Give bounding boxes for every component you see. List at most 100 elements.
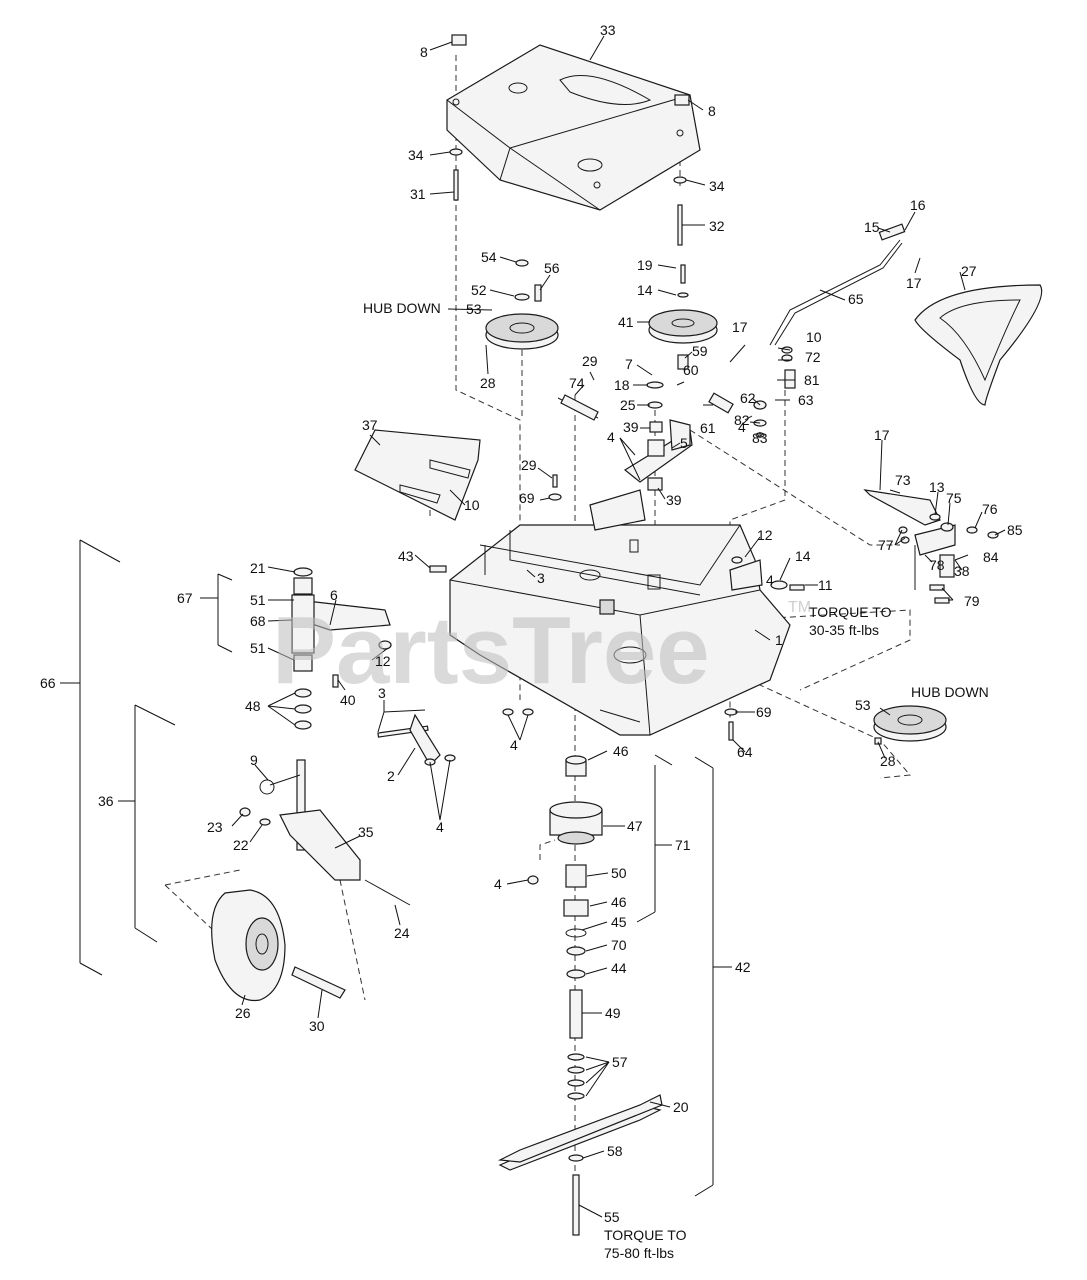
callout-4: 4 bbox=[738, 419, 746, 435]
callout-19: 19 bbox=[637, 257, 653, 273]
callout-54: 54 bbox=[481, 249, 497, 265]
callout-47: 47 bbox=[627, 818, 643, 834]
callout-14: 14 bbox=[637, 282, 653, 298]
callout-17: 17 bbox=[874, 427, 890, 443]
callout-17: 17 bbox=[732, 319, 748, 335]
callout-81: 81 bbox=[804, 372, 820, 388]
callout-64: 64 bbox=[737, 744, 753, 760]
callout-26: 26 bbox=[235, 1005, 251, 1021]
callout-73: 73 bbox=[895, 472, 911, 488]
callout-59: 59 bbox=[692, 343, 708, 359]
callout-2: 2 bbox=[387, 768, 395, 784]
spacer-parts bbox=[677, 354, 796, 414]
chute-37 bbox=[354, 429, 481, 521]
callout-83: 83 bbox=[752, 430, 768, 446]
callout-43: 43 bbox=[398, 548, 414, 564]
callout-30: 30 bbox=[309, 1018, 325, 1034]
callout-6: 6 bbox=[330, 587, 338, 603]
idler-arm-5 bbox=[623, 419, 693, 483]
rod-65 bbox=[769, 239, 903, 346]
top-cover-33 bbox=[446, 44, 701, 211]
callout-46: 46 bbox=[613, 743, 629, 759]
callout-63: 63 bbox=[798, 392, 814, 408]
callout-53: 53 bbox=[855, 697, 871, 713]
callout-25: 25 bbox=[620, 397, 636, 413]
callout-23: 23 bbox=[207, 819, 223, 835]
callout-61: 61 bbox=[700, 420, 716, 436]
watermark-text: PartsTree bbox=[272, 597, 710, 704]
callout-35: 35 bbox=[358, 824, 374, 840]
callout-45: 45 bbox=[611, 914, 627, 930]
callout-3: 3 bbox=[537, 570, 545, 586]
callout-5: 5 bbox=[680, 435, 688, 451]
callout-12: 12 bbox=[757, 527, 773, 543]
callout-17: 17 bbox=[906, 275, 922, 291]
callout-39: 39 bbox=[623, 419, 639, 435]
callout-37: 37 bbox=[362, 417, 378, 433]
callout-42: 42 bbox=[735, 959, 751, 975]
callout-66: 66 bbox=[40, 675, 56, 691]
callout-77: 77 bbox=[878, 537, 894, 553]
caster-assembly bbox=[211, 567, 411, 1002]
callout-4: 4 bbox=[436, 819, 444, 835]
callout-48: 48 bbox=[245, 698, 261, 714]
callout-29: 29 bbox=[582, 353, 598, 369]
callout-56: 56 bbox=[544, 260, 560, 276]
callout-78: 78 bbox=[929, 557, 945, 573]
pulley-53-right bbox=[873, 705, 947, 742]
callout-67: 67 bbox=[177, 590, 193, 606]
callout-71: 71 bbox=[675, 837, 691, 853]
callout-labels: 33 8 8 34 31 34 32 54 52 56 53 28 19 14 … bbox=[40, 22, 1023, 1225]
callout-57: 57 bbox=[612, 1054, 628, 1070]
callout-68: 68 bbox=[250, 613, 266, 629]
callout-18: 18 bbox=[614, 377, 630, 393]
callout-58: 58 bbox=[607, 1143, 623, 1159]
callout-10: 10 bbox=[464, 497, 480, 513]
note-torque-blade-line2: 75-80 ft-lbs bbox=[604, 1245, 674, 1261]
callout-10: 10 bbox=[806, 329, 822, 345]
callout-72: 72 bbox=[805, 349, 821, 365]
callout-1: 1 bbox=[775, 632, 783, 648]
callout-21: 21 bbox=[250, 560, 266, 576]
callout-36: 36 bbox=[98, 793, 114, 809]
callout-9: 9 bbox=[250, 752, 258, 768]
callout-85: 85 bbox=[1007, 522, 1023, 538]
callout-52: 52 bbox=[471, 282, 487, 298]
note-torque-deck-line1: TORQUE TO bbox=[809, 604, 892, 620]
callout-62: 62 bbox=[740, 390, 756, 406]
callout-4: 4 bbox=[510, 737, 518, 753]
callout-69: 69 bbox=[756, 704, 772, 720]
callout-28: 28 bbox=[480, 375, 496, 391]
callout-50: 50 bbox=[611, 865, 627, 881]
callout-70: 70 bbox=[611, 937, 627, 953]
callout-4: 4 bbox=[766, 572, 774, 588]
callout-40: 40 bbox=[340, 692, 356, 708]
callout-60: 60 bbox=[683, 362, 699, 378]
hardware bbox=[239, 34, 999, 885]
callout-14: 14 bbox=[795, 548, 811, 564]
callout-51: 51 bbox=[250, 640, 266, 656]
callout-44: 44 bbox=[611, 960, 627, 976]
callout-29: 29 bbox=[521, 457, 537, 473]
callout-8: 8 bbox=[420, 44, 428, 60]
deck-1 bbox=[449, 489, 791, 736]
spring-74 bbox=[557, 394, 599, 421]
notes: HUB DOWN HUB DOWN TORQUE TO 30-35 ft-lbs… bbox=[363, 300, 989, 1261]
assembly-brackets bbox=[60, 539, 732, 1197]
note-torque-blade-line1: TORQUE TO bbox=[604, 1227, 687, 1243]
callout-76: 76 bbox=[982, 501, 998, 517]
belt-27 bbox=[914, 284, 1043, 406]
callout-22: 22 bbox=[233, 837, 249, 853]
callout-49: 49 bbox=[605, 1005, 621, 1021]
callout-75: 75 bbox=[946, 490, 962, 506]
callout-39: 39 bbox=[666, 492, 682, 508]
callout-11: 11 bbox=[818, 577, 833, 593]
callout-65: 65 bbox=[848, 291, 864, 307]
callout-38: 38 bbox=[954, 563, 970, 579]
pulley-41 bbox=[648, 309, 718, 344]
callout-16: 16 bbox=[910, 197, 926, 213]
callout-74: 74 bbox=[569, 375, 585, 391]
blade-20 bbox=[497, 1094, 663, 1171]
callout-82: 82 bbox=[734, 412, 750, 428]
